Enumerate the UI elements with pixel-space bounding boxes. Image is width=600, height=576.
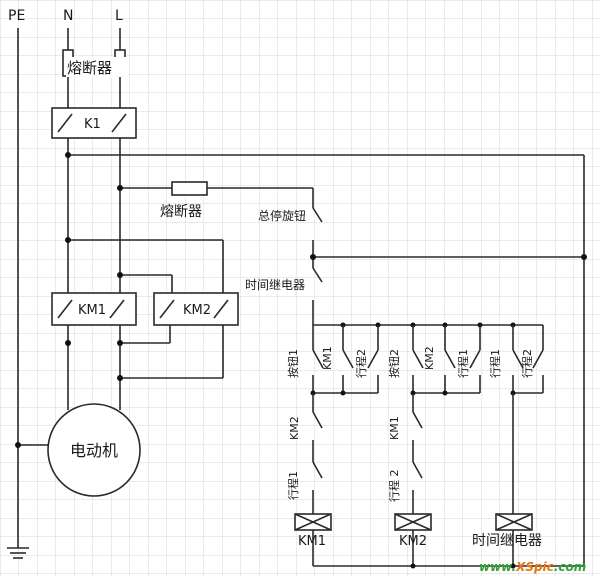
km1-label: KM1 — [78, 303, 106, 318]
k1-label: K1 — [84, 117, 101, 132]
coil-km2-label: KM2 — [399, 534, 427, 549]
main-fuse-label: 熔断器 — [67, 59, 112, 77]
watermark: www.XSpic.com — [479, 560, 586, 574]
control-branch-2: 按钮2 KM2 行程1 KM1 行程 2 — [387, 325, 481, 566]
branch3-limit-a-label: 行程1 — [489, 349, 502, 378]
n-label: N — [63, 8, 73, 24]
control-fuse-label: 熔断器 — [160, 204, 202, 220]
power-wiring — [65, 28, 585, 566]
control-fuse: 熔断器 — [160, 181, 208, 220]
pe-label: PE — [8, 8, 25, 24]
control-trunk: 总停旋钮 时间继电器 — [245, 188, 587, 325]
branch2-interlock-label: KM1 — [388, 416, 401, 440]
motor: 电动机 — [47, 403, 141, 497]
coil-km1: KM1 — [294, 513, 332, 549]
coil-timer: 时间继电器 — [472, 513, 542, 549]
branch1-km-label: KM1 — [321, 346, 334, 370]
contactor-km1: KM1 — [51, 292, 137, 326]
main-fuse: 熔断器 — [62, 49, 128, 77]
branch2-km-label: KM2 — [423, 346, 436, 370]
branch2-button-label: 按钮2 — [387, 349, 401, 378]
main-switch-k1: K1 — [51, 107, 137, 139]
km2-label: KM2 — [183, 303, 211, 318]
coil-km2: KM2 — [394, 513, 432, 549]
motor-label: 电动机 — [70, 441, 118, 460]
watermark-www: www. — [479, 560, 516, 574]
branch1-limit-series-label: 行程1 — [287, 471, 300, 500]
control-branch-3: 行程1 行程2 — [489, 325, 544, 566]
master-stop-label: 总停旋钮 — [258, 208, 306, 223]
control-branch-1: 按钮1 KM1 行程2 KM2 行程1 — [286, 325, 379, 566]
watermark-tld: .com — [554, 560, 586, 574]
branch1-button-label: 按钮1 — [286, 349, 300, 378]
watermark-brand: XSpic — [515, 560, 554, 574]
timer-contact-label: 时间继电器 — [245, 278, 305, 292]
branch3-limit-b-label: 行程2 — [521, 349, 534, 378]
pe-rail — [7, 28, 48, 559]
branch1-interlock-label: KM2 — [288, 416, 301, 440]
l-label: L — [115, 8, 123, 24]
coil-km1-label: KM1 — [298, 534, 326, 549]
branch2-limit-label: 行程1 — [457, 349, 470, 378]
branch2-limit-series-label: 行程 2 — [388, 470, 401, 503]
coil-timer-label: 时间继电器 — [472, 533, 542, 549]
contactor-km2: KM2 — [153, 292, 239, 326]
branch1-limit-label: 行程2 — [355, 349, 368, 378]
